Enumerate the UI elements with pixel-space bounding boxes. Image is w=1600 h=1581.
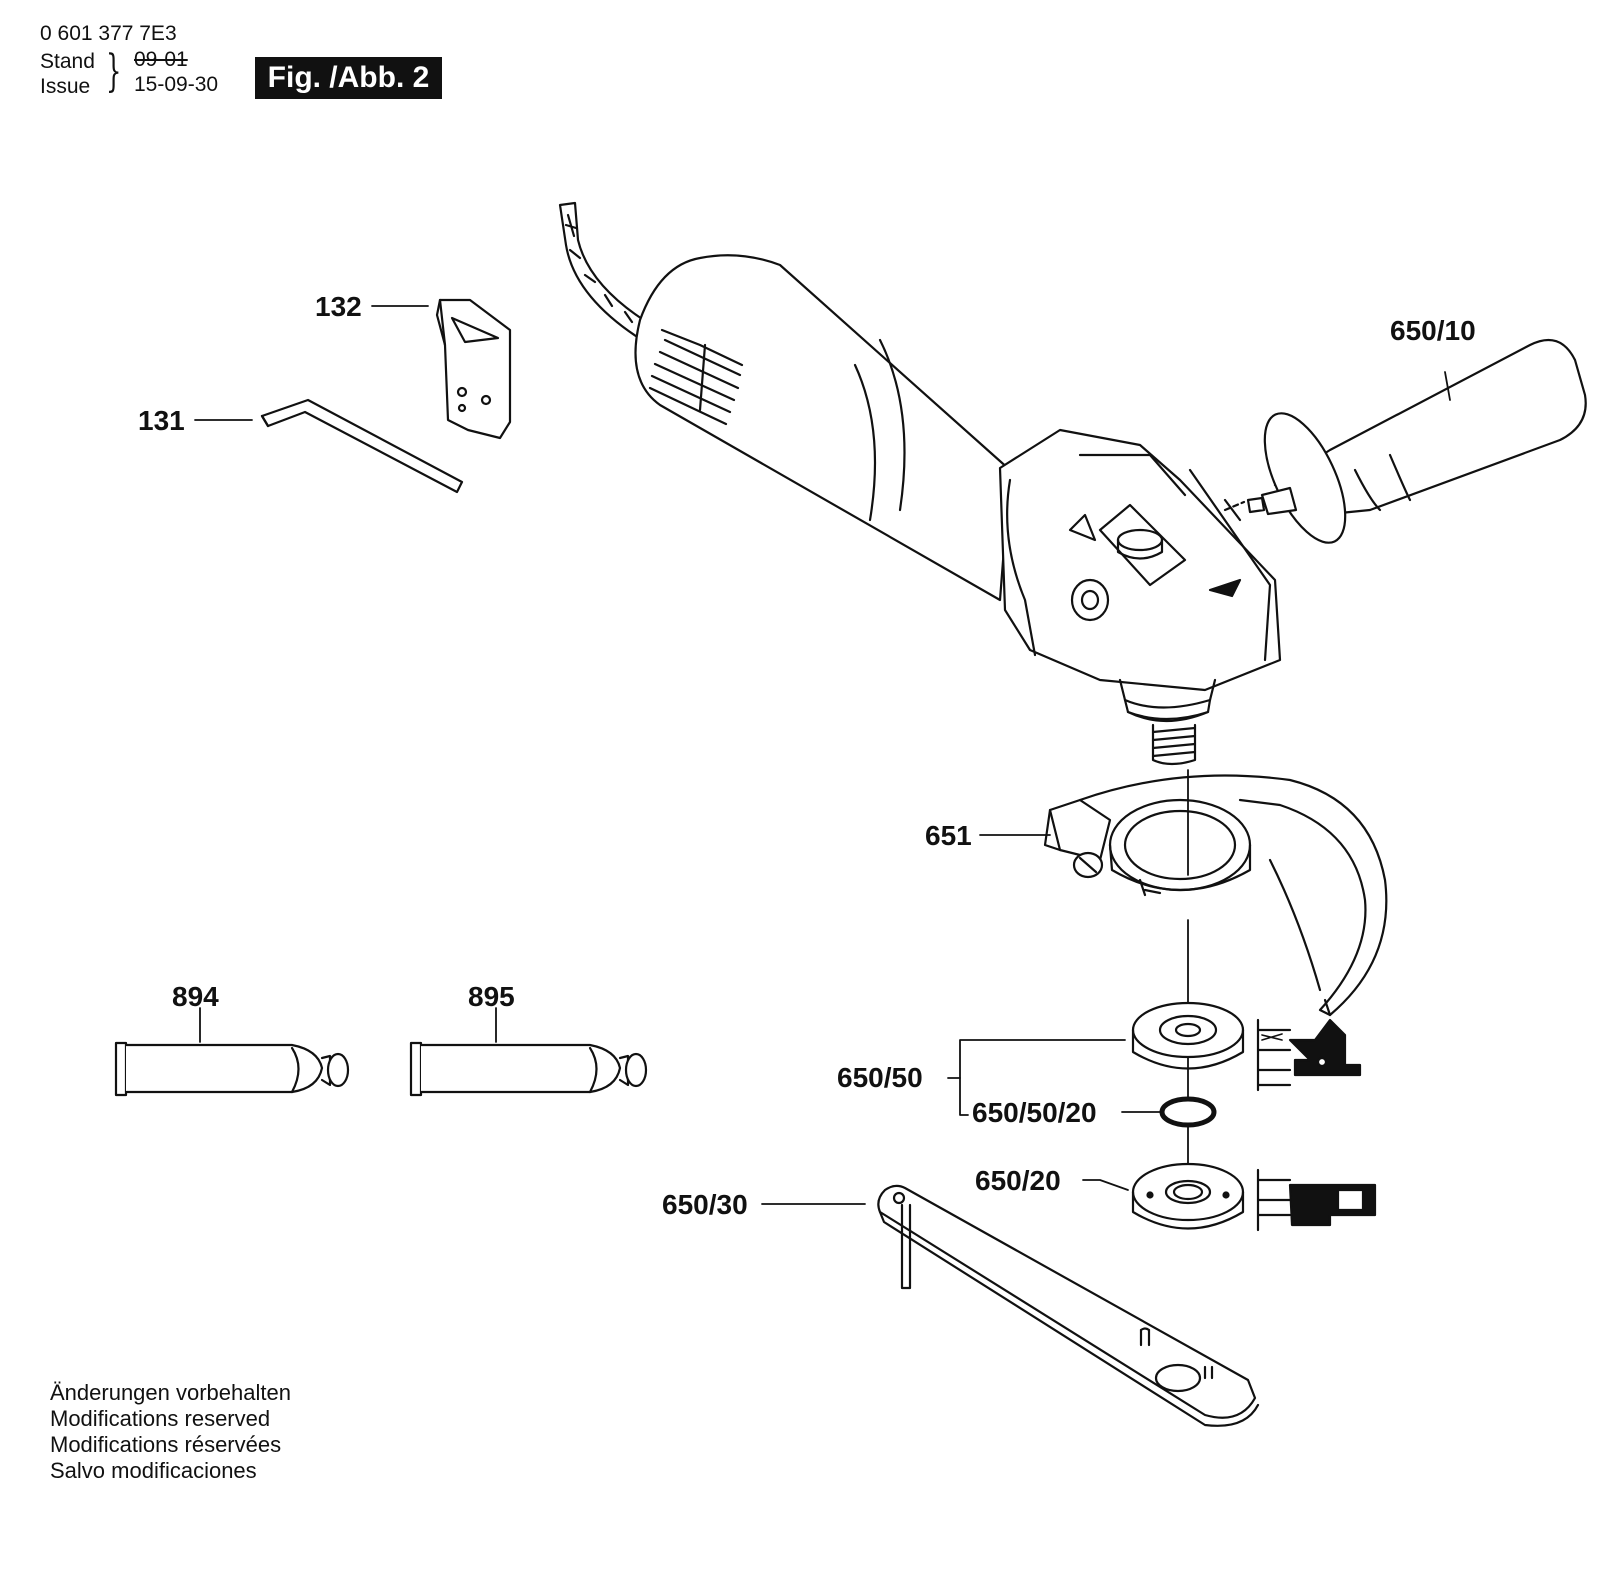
label-650-50-20: 650/50/20 — [972, 1097, 1097, 1128]
wheel-guard — [1043, 774, 1388, 1017]
angle-grinder-body — [634, 254, 1282, 766]
stand-label: Stand — [40, 50, 95, 73]
notice-french: Modifications réservées — [50, 1432, 282, 1457]
label-650-50: 650/50 — [837, 1062, 923, 1093]
notice-english: Modifications reserved — [50, 1406, 271, 1431]
auxiliary-handle — [1223, 338, 1587, 544]
label-650-20: 650/20 — [975, 1165, 1061, 1196]
mounting-flange — [1131, 1001, 1245, 1070]
two-pin-spanner — [877, 1184, 1260, 1427]
hex-key — [260, 398, 464, 494]
nut-profile-icon — [1256, 1168, 1377, 1232]
o-ring — [1159, 1096, 1217, 1128]
grease-tube-894 — [114, 1041, 350, 1097]
issue-date: 15-09-30 — [134, 73, 219, 96]
clamping-nut — [1131, 1162, 1245, 1230]
notice-spanish: Salvo modificaciones — [50, 1458, 257, 1483]
flange-profile-icon — [1256, 1018, 1362, 1092]
label-651: 651 — [925, 820, 972, 851]
leader-lines — [194, 305, 1451, 1205]
label-650-30: 650/30 — [662, 1189, 748, 1220]
cable-clip — [435, 298, 512, 440]
label-650-10: 650/10 — [1390, 315, 1476, 346]
label-894: 894 — [172, 981, 219, 1012]
notice-german: Änderungen vorbehalten — [50, 1380, 291, 1405]
document-number: 0 601 377 7E3 — [40, 22, 177, 45]
label-132: 132 — [315, 291, 362, 322]
label-131: 131 — [138, 405, 185, 436]
issue-label: Issue — [40, 75, 91, 98]
modifications-notice: Änderungen vorbehalten Modifications res… — [50, 1380, 291, 1484]
label-895: 895 — [468, 981, 515, 1012]
figure-title: Fig. /Abb. 2 — [255, 57, 442, 99]
brace-glyph: } — [106, 46, 122, 97]
grease-tube-895 — [409, 1041, 648, 1097]
stand-date: 09-01 — [134, 48, 188, 71]
